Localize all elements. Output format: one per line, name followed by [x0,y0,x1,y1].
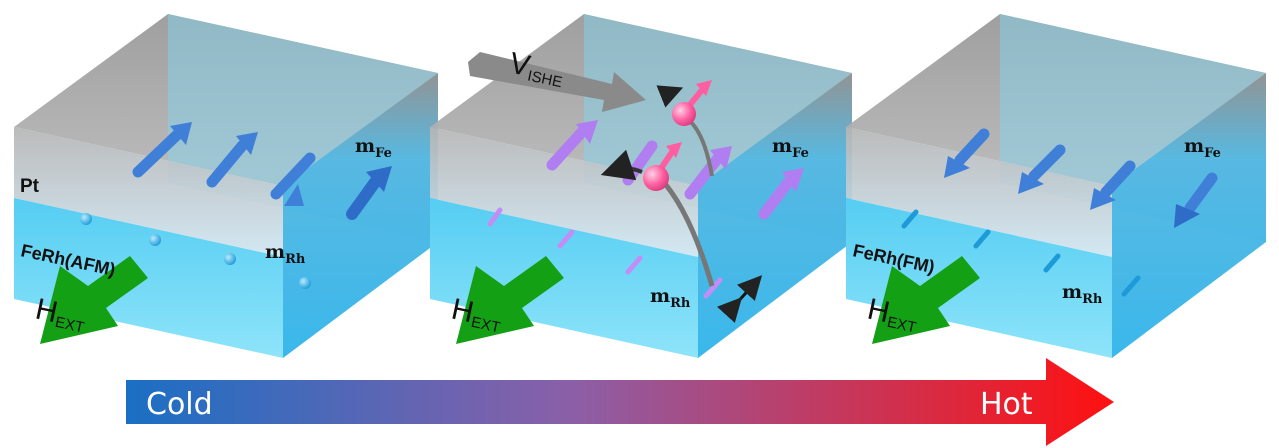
rh-moment-dot [299,277,311,289]
pt-top-face [14,14,438,186]
m-rh-label: mRh [265,241,306,267]
pt-top-face [846,14,1266,186]
fe-moment-arrow [944,156,970,178]
fe-moment-arrow [758,174,796,220]
cold-label: Cold [146,387,213,422]
rh-moment-arrow [1043,253,1061,273]
fe-moment-arrow [1174,204,1200,228]
fe-moment-arrow [710,146,732,170]
m-fe-label: mFe [772,135,809,161]
spin-rotation-arrow [600,149,643,181]
fe-moment-arrow [1184,172,1218,214]
fe-moment-arrow [1028,144,1066,182]
rh-moment-arrow [1121,275,1141,297]
m-fe-label: mFe [355,135,392,161]
h-ext-label: HEXT [32,293,89,337]
fe-moment-arrow [1090,188,1116,210]
rh-moment-arrow [901,209,919,229]
electron [672,102,696,126]
pt-front-face [846,127,1112,257]
rh-moment-arrow [973,229,991,249]
fe-moment-arrow [1100,160,1136,198]
h-ext-label: HEXT [864,293,921,337]
h-ext-arrow [40,256,148,344]
electron-spin-arrow [666,142,682,158]
fe-moment-arrow [284,184,304,206]
m-fe-label: mFe [1184,135,1221,161]
right-side-face [283,73,438,358]
oscillation-arrow [717,275,763,323]
h-ext-arrow [456,256,564,344]
m-rh-label: mRh [1062,281,1103,307]
fe-moment-arrow [546,126,588,171]
pt-front-face [430,127,698,257]
hot-label: Hot [980,387,1033,422]
pt-front-face [14,127,283,257]
pt-label: Pt [20,176,40,197]
temperature-gradient-arrow: Cold Hot [126,358,1114,446]
fe-moment-arrow [684,152,724,200]
rh-moment-arrow [625,255,643,275]
rh-moment-dot [224,253,236,265]
h-ext-arrow [872,256,980,344]
panel-transition: VISHE mFe mRh HEXT [430,14,852,358]
electron-spin-arrow [696,80,712,96]
fe-moment-arrow [366,166,392,192]
rh-moment-dot [149,234,161,246]
rh-moment-arrow [487,207,503,227]
fe-moment-arrow [236,132,258,155]
fe-moment-arrow [170,122,192,145]
h-ext-label: HEXT [448,293,505,337]
spin-rotation-arrow [656,85,684,108]
fe-moment-arrow [132,128,316,200]
spin-trajectory [658,176,715,287]
panel-afm: Pt FeRh(AFM) mFe mRh HEXT [14,14,438,358]
v-ishe-arrow [468,52,646,112]
electron [643,165,669,191]
fe-moment-arrow [1018,172,1044,194]
fe-moment-arrow [346,172,384,220]
ferh-front-face [14,198,283,358]
rh-moment-dot [80,213,92,225]
rh-moment-arrow [557,229,575,249]
fe-moment-arrow [954,128,990,166]
fe-moment-arrow [782,168,804,192]
m-rh-label: mRh [650,285,691,311]
panel-fm: FeRh(FM) mFe mRh HEXT [846,14,1266,358]
fe-moment-arrow [576,120,598,144]
